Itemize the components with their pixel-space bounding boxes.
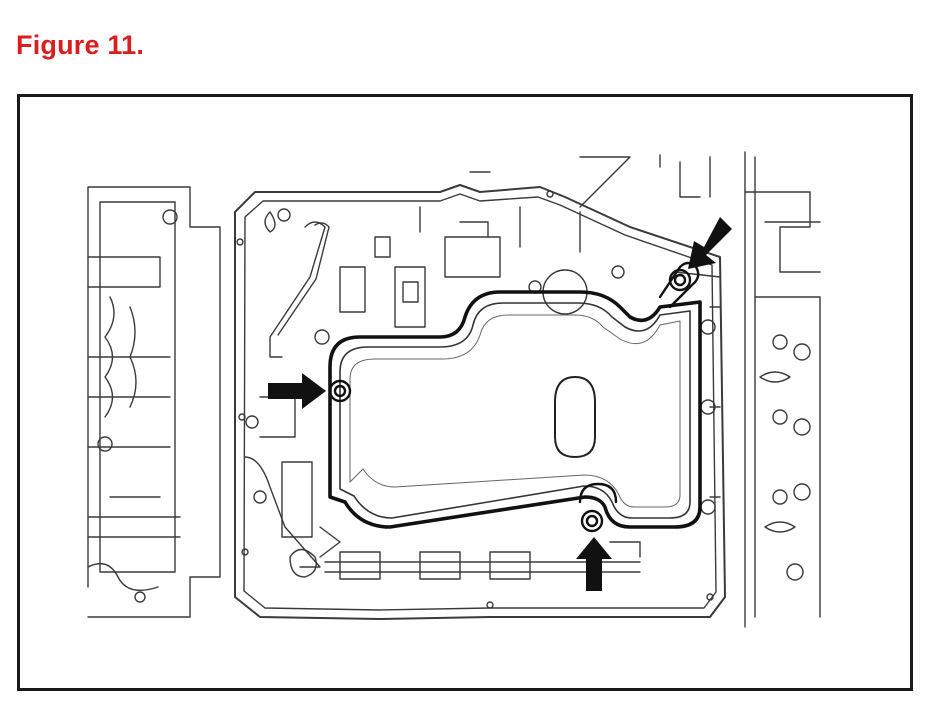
bolts — [328, 268, 692, 533]
oil-strainer-cover — [328, 261, 702, 529]
left-housing — [87, 186, 221, 618]
illustration-frame — [17, 94, 913, 691]
arrow-left-bolt — [268, 373, 326, 409]
pan-flange — [234, 184, 726, 620]
arrow-top-right-bolt — [688, 217, 732, 269]
arrow-bottom-bolt — [576, 537, 612, 591]
figure-title: Figure 11. — [16, 30, 145, 60]
transmission-diagram — [87, 151, 821, 628]
right-housing — [469, 151, 821, 628]
